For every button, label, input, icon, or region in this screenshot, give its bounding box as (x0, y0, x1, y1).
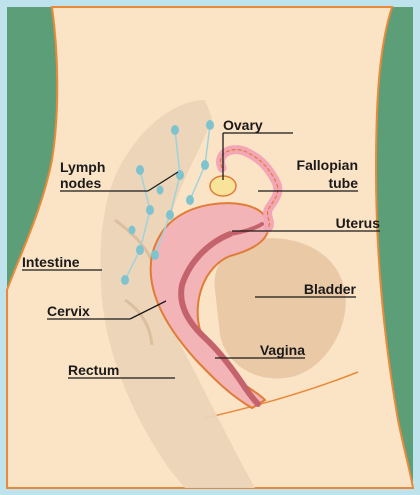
lymph-node (157, 186, 164, 195)
lymph-node (201, 160, 209, 170)
label-bladder: Bladder (304, 281, 357, 297)
label-intestine: Intestine (22, 254, 80, 270)
label-rectum: Rectum (68, 362, 119, 378)
label-fallopian-tube-line2: tube (328, 175, 358, 191)
label-fallopian-tube-line1: Fallopian (297, 157, 358, 173)
lymph-node (171, 125, 179, 135)
lymph-node (151, 250, 159, 260)
lymph-node (146, 205, 154, 215)
lymph-node (129, 226, 136, 235)
label-vagina: Vagina (260, 342, 305, 358)
label-lymph-nodes-line2: nodes (60, 175, 101, 191)
label-uterus: Uterus (336, 215, 381, 231)
lymph-node (166, 210, 174, 220)
label-lymph-nodes-line1: Lymph (60, 159, 105, 175)
lymph-node (206, 120, 214, 130)
label-ovary: Ovary (223, 117, 263, 133)
lymph-node (186, 195, 194, 205)
lymph-node (121, 275, 129, 285)
lymph-node (136, 165, 144, 175)
label-cervix: Cervix (47, 303, 90, 319)
lymph-node (176, 170, 184, 180)
lymph-node (136, 245, 144, 255)
